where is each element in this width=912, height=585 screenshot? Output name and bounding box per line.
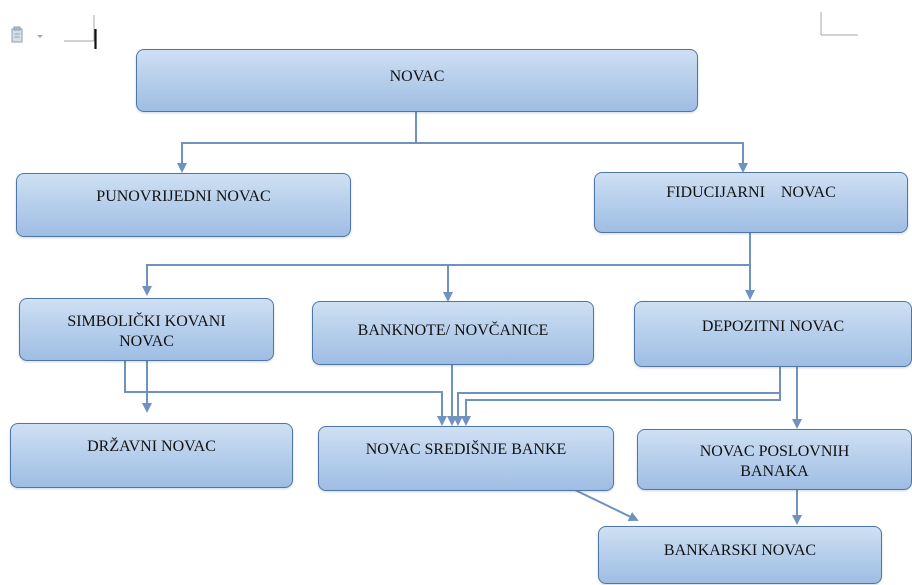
page-margin-corner (820, 12, 858, 36)
node-label-line1: SIMBOLIČKI KOVANI (67, 313, 226, 330)
node-novac-sredisnje-banke[interactable]: NOVAC SREDIŠNJE BANKE (318, 426, 614, 491)
node-label-line2: BANAKA (740, 463, 809, 480)
node-banknote-novcanice[interactable]: BANKNOTE/ NOVČANICE (312, 301, 594, 365)
node-fiducijarni-novac[interactable]: FIDUCIJARNI NOVAC (594, 172, 908, 233)
node-label: FIDUCIJARNI NOVAC (666, 184, 836, 201)
text-cursor (64, 15, 97, 49)
node-label: DEPOZITNI NOVAC (701, 318, 845, 335)
node-punovrijedni-novac[interactable]: PUNOVRIJEDNI NOVAC (16, 173, 351, 237)
connector-fiducijarni-trunk (142, 232, 751, 296)
clipboard-icon (11, 26, 43, 43)
connector-depozitni-to-sredisnje-b (461, 393, 781, 426)
node-label-line2: NOVAC (119, 333, 174, 350)
node-novac-poslovnih-banaka[interactable]: NOVAC POSLOVNIH BANAKA (637, 429, 912, 490)
node-label: NOVAC (389, 68, 445, 85)
node-drzavni-novac[interactable]: DRŽAVNI NOVAC (10, 423, 293, 488)
node-simbolicki-kovani-novac[interactable]: SIMBOLIČKI KOVANI NOVAC (19, 298, 274, 361)
connector-sredisnje-to-bankarski (572, 488, 639, 522)
connector-simbolicki-to-sredisnje (124, 361, 447, 426)
connector-novac-to-fiducijarni (416, 142, 748, 173)
connector-depozitni-to-sredisnje-a (453, 367, 781, 426)
paste-options-button[interactable] (10, 25, 44, 45)
node-label-line1: NOVAC POSLOVNIH (699, 443, 850, 460)
node-bankarski-novac[interactable]: BANKARSKI NOVAC (598, 526, 882, 584)
node-label: NOVAC SREDIŠNJE BANKE (365, 441, 567, 458)
node-label: DRŽAVNI NOVAC (87, 438, 216, 455)
node-label: BANKARSKI NOVAC (663, 542, 817, 559)
node-label: PUNOVRIJEDNI NOVAC (96, 188, 271, 205)
node-depozitni-novac[interactable]: DEPOZITNI NOVAC (634, 301, 912, 367)
node-label: BANKNOTE/ NOVČANICE (357, 322, 549, 339)
connector-novac-to-punovrijedni (177, 112, 417, 173)
node-novac[interactable]: NOVAC (136, 49, 698, 112)
chevron-down-icon (37, 35, 43, 38)
